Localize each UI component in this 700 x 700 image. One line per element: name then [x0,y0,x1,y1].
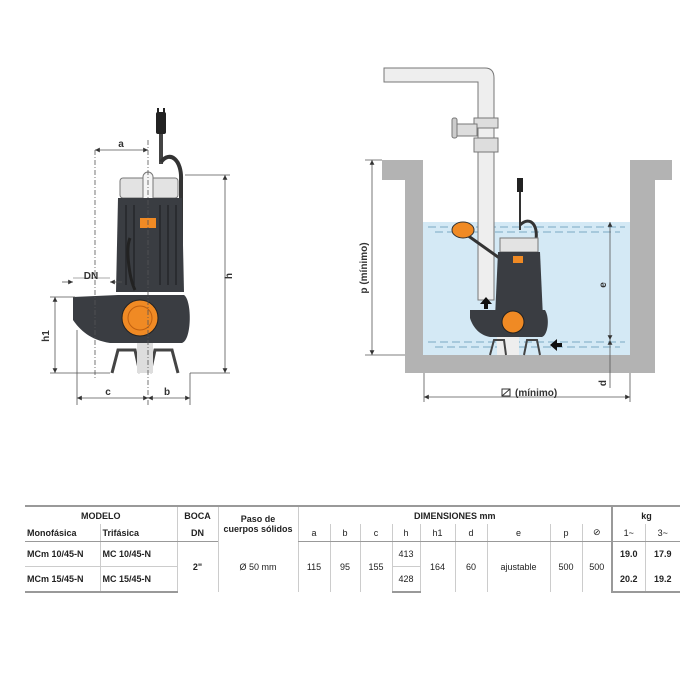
cell-a: 115 [297,541,330,592]
cell-dn: 2" [176,541,218,592]
cell-square: 500 [581,541,613,592]
cell-b: 95 [329,541,360,592]
cell-c: 155 [359,541,392,592]
dim-label-d: d [598,380,609,386]
header-kg: kg [611,505,681,524]
header-dimensiones: DIMENSIONES mm [297,505,613,524]
plug-icon [156,108,166,164]
valve-icon [451,117,478,139]
dim-label-p: p (mínimo) [359,242,370,293]
header-boca: BOCA [176,505,218,524]
arrow-left-icon [550,339,562,351]
model-tri: MC 15/45-N [99,566,177,593]
cell-kg-tri: 17.9 [644,541,681,567]
dim-label-e: e [598,282,609,288]
cell-d: 60 [454,541,487,592]
float-switch [451,221,475,239]
header-trifasica: Trifásica [99,524,177,542]
table-row: MCm 15/45-N MC 15/45-N 428 20.2 19.2 [25,566,681,593]
cell-paso: Ø 50 mm [217,541,298,592]
dim-label-dn: DN [84,271,98,282]
dim-label-h1: h1 [41,330,52,342]
header-d: d [454,524,487,542]
header-monofasica: Monofásica [25,524,100,542]
model-mono: MCm 15/45-N [25,566,100,593]
header-kg-tri: 3~ [644,524,681,542]
table-row: MCm 10/45-N MC 10/45-N 2" Ø 50 mm 115 95… [25,541,681,592]
impeller-cover [121,299,159,337]
technical-drawings: a h DN h1 c b [41,67,672,405]
dim-label-a: a [118,139,124,150]
header-c: c [359,524,392,542]
header-kg-mono: 1~ [611,524,646,542]
cell-h: 413 [391,541,420,567]
dim-label-b: b [164,387,170,398]
arrow-up-icon [480,297,492,309]
header-h: h [391,524,420,542]
cell-kg-tri: 19.2 [644,566,681,593]
cell-e: ajustable [486,541,550,592]
pit-walls [382,160,672,373]
plug-icon [517,178,523,192]
header-dn: DN [176,524,218,542]
cell-kg-mono: 19.0 [611,541,646,567]
header-h1: h1 [419,524,455,542]
dim-label-width: (mínimo) [515,388,557,399]
header-p: p [549,524,582,542]
model-mono: MCm 10/45-N [27,549,84,559]
header-a: a [297,524,330,542]
cell-h: 428 [391,566,420,593]
cell-kg-mono: 20.2 [611,566,646,593]
installation-drawing: p (mínimo) e d (mínimo) [359,67,672,402]
dim-label-h: h [224,273,235,279]
dim-label-c: c [105,387,111,398]
header-modelo: MODELO [25,505,177,524]
square-diagonal-icon [501,388,511,397]
header-b: b [329,524,360,542]
cell-h1: 164 [419,541,455,592]
header-e: e [486,524,550,542]
model-tri: MC 10/45-N [99,541,177,567]
cell-p: 500 [549,541,582,592]
pump-dimension-drawing: a h DN h1 c b [41,108,235,405]
header-square: ⊘ [581,524,613,542]
